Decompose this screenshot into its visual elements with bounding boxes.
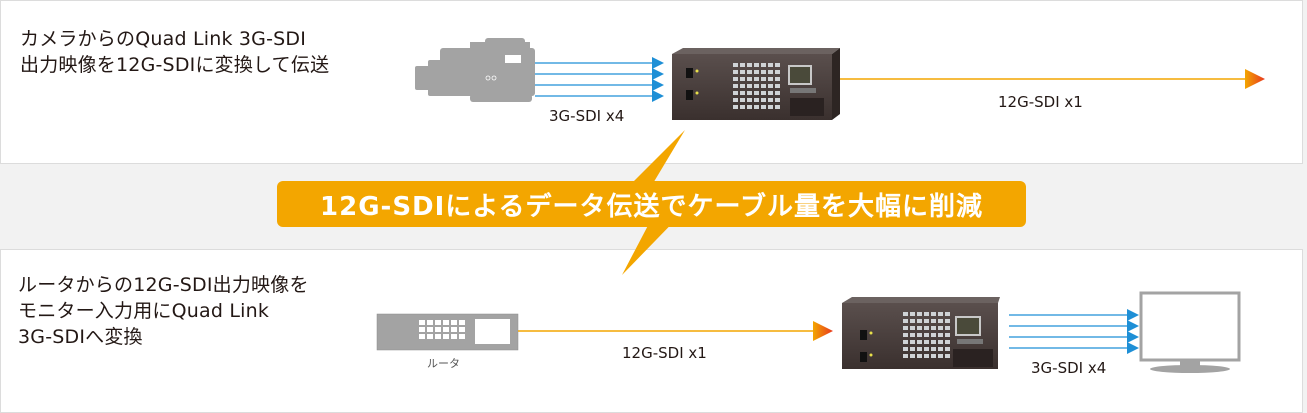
bottom-output-signals <box>1009 309 1139 354</box>
bottom-input-label: 12G-SDI x1 <box>622 344 707 362</box>
converter-unit-top <box>672 48 840 120</box>
router-icon <box>376 313 519 351</box>
converter-unit-bottom <box>842 297 1000 369</box>
top-description-line-1: カメラからのQuad Link 3G-SDI <box>20 28 307 50</box>
camera-icon <box>415 38 535 102</box>
router-label: ルータ <box>427 357 460 370</box>
bottom-description-line-3: 3G-SDIへ変換 <box>18 326 143 348</box>
top-input-signals <box>535 57 664 102</box>
bottom-output-label: 3G-SDI x4 <box>1031 359 1107 377</box>
bottom-description-line-2: モニター入力用にQuad Link <box>18 300 270 322</box>
bottom-input-signal <box>518 321 833 341</box>
top-description-line-2: 出力映像を12G-SDIに変換して伝送 <box>20 54 330 76</box>
bottom-description: ルータからの12G-SDI出力映像を モニター入力用にQuad Link 3G-… <box>18 272 309 350</box>
bottom-description-line-1: ルータからの12G-SDI出力映像を <box>18 274 309 296</box>
top-output-label: 12G-SDI x1 <box>998 93 1083 111</box>
top-input-label: 3G-SDI x4 <box>549 107 625 125</box>
monitor-icon <box>1139 291 1241 373</box>
top-output-signal <box>840 69 1265 89</box>
summary-banner: 12G-SDIによるデータ伝送でケーブル量を大幅に削減 <box>277 181 1026 227</box>
top-description: カメラからのQuad Link 3G-SDI 出力映像を12G-SDIに変換して… <box>20 26 329 78</box>
top-scenario-panel <box>0 0 1303 164</box>
